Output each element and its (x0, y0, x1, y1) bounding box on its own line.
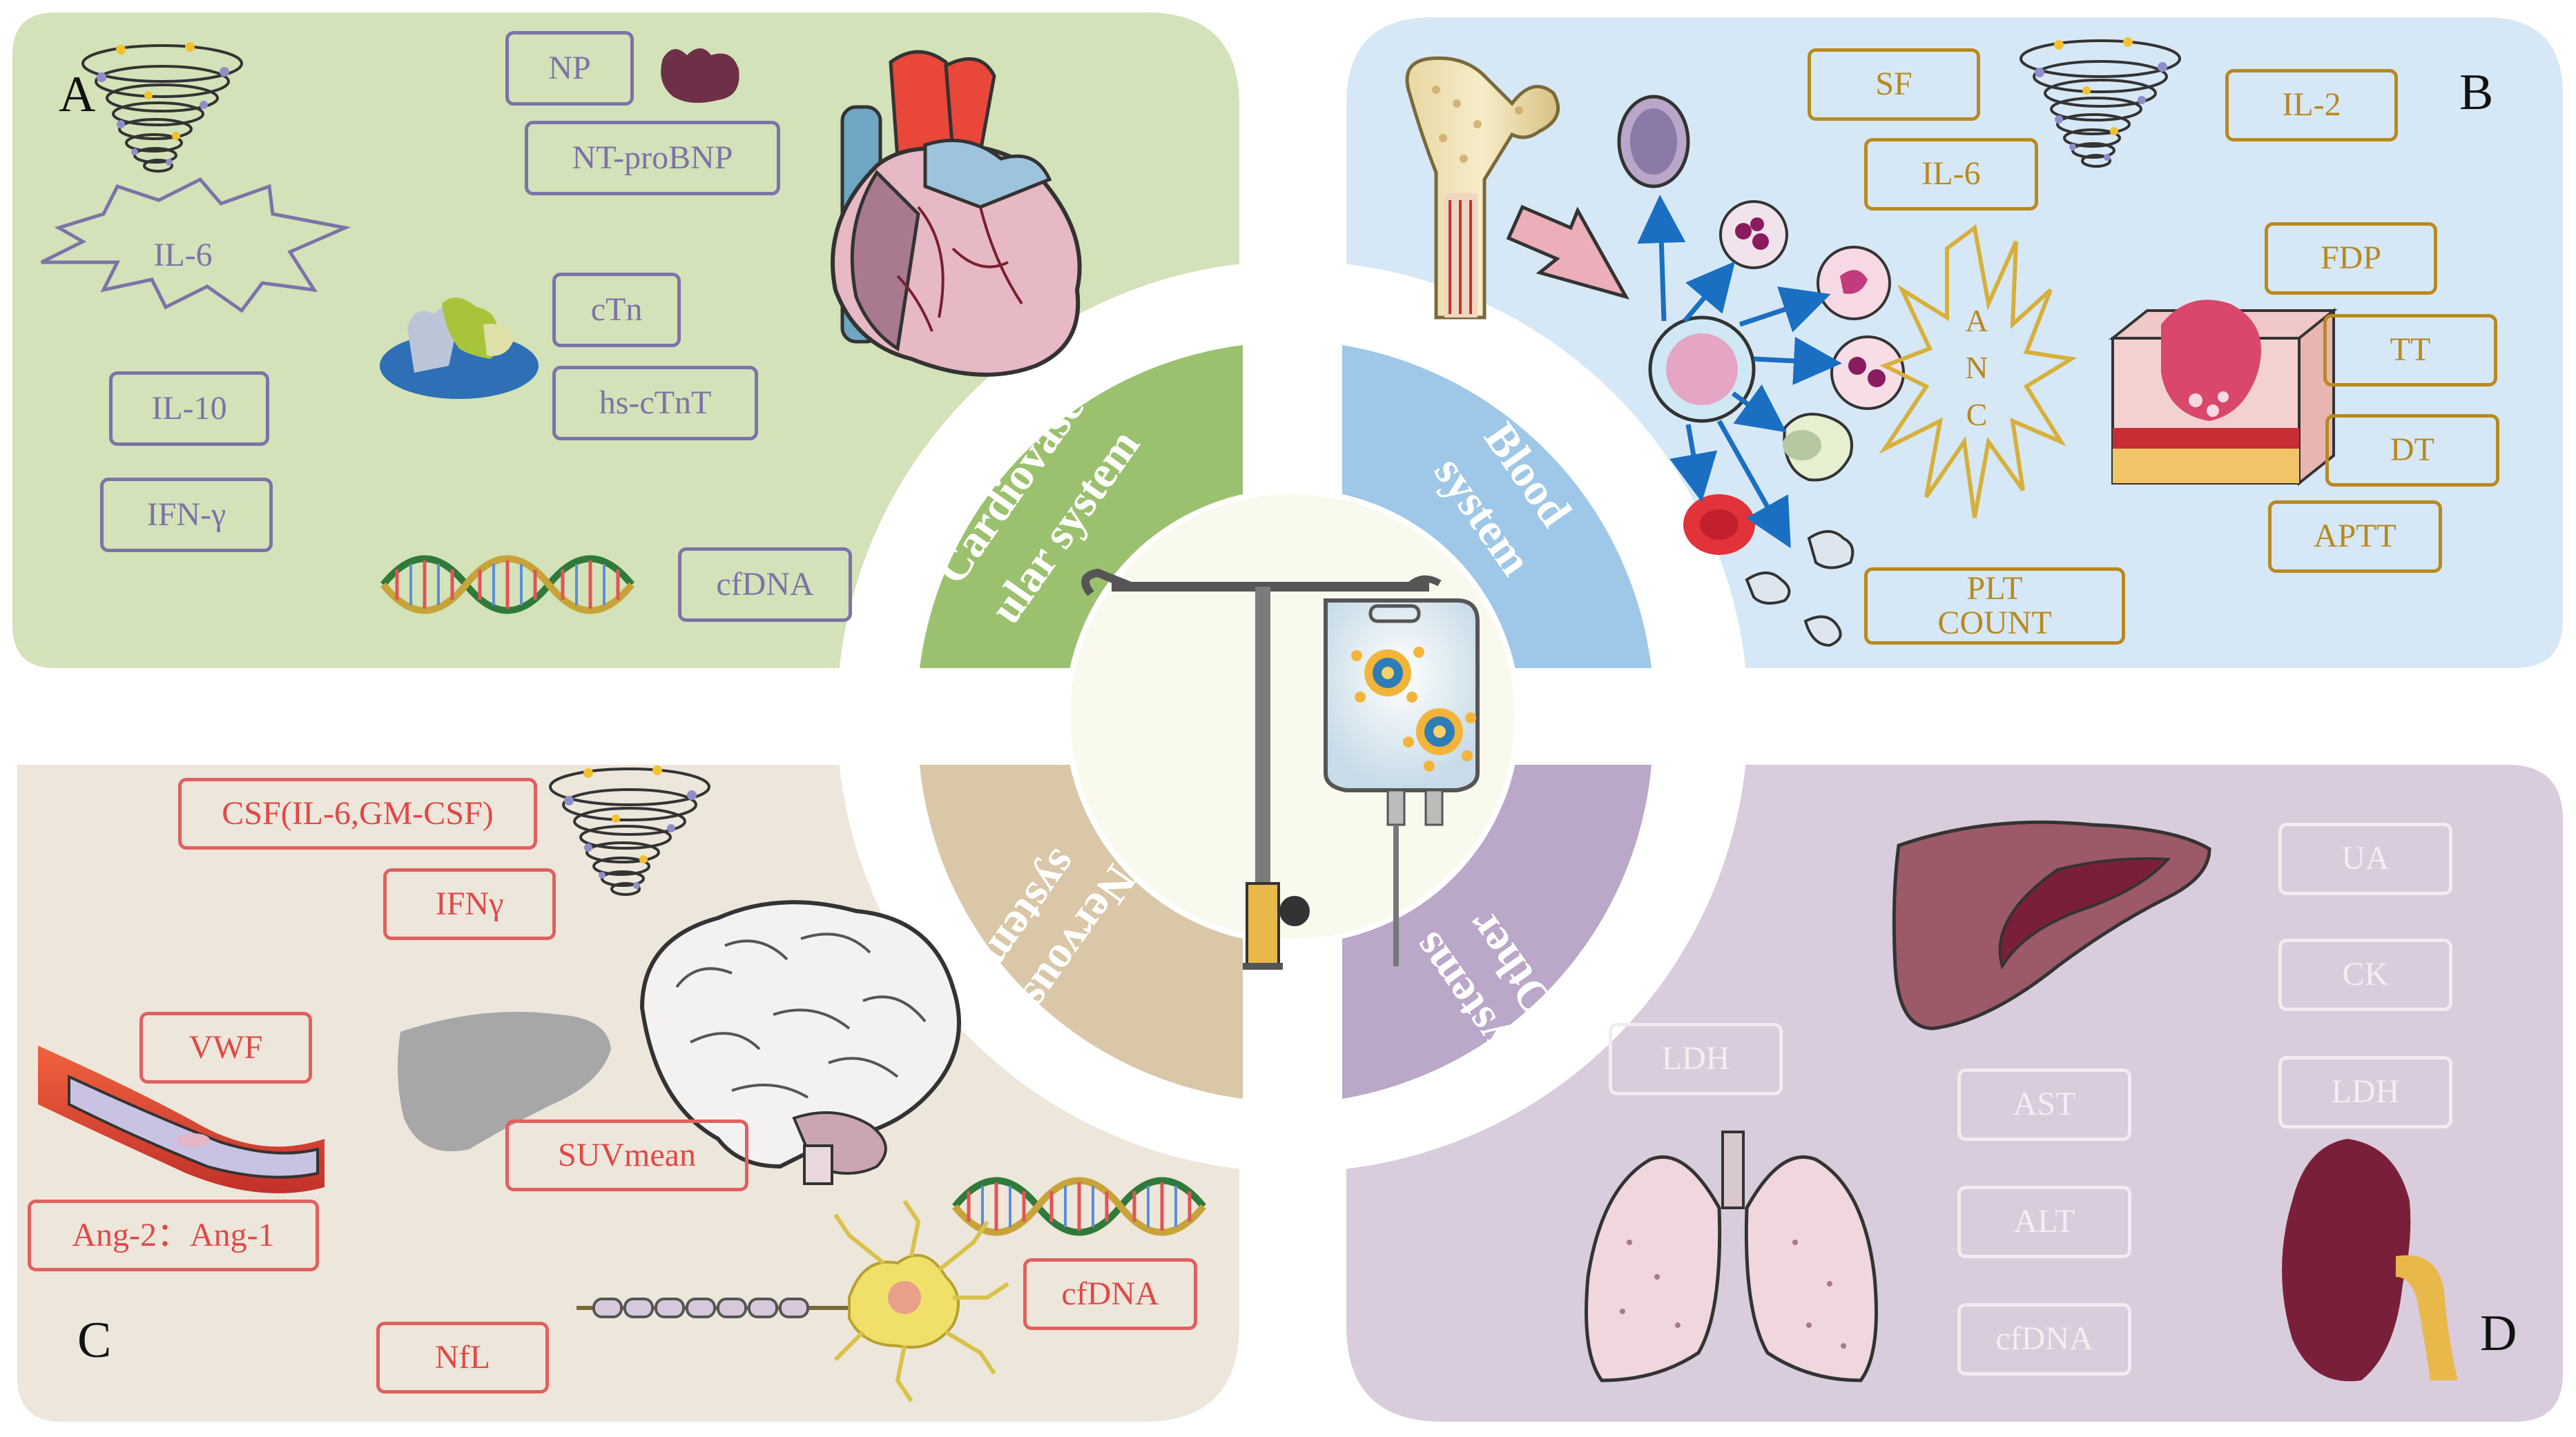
protein-icon-np (661, 48, 739, 103)
fdp-label: FDP (2265, 222, 2437, 295)
ctn-label: cTn (552, 273, 681, 347)
blood-vessel-icon (38, 1046, 325, 1193)
dt-label: DT (2325, 414, 2499, 487)
nt-probnp-label: NT-proBNP (525, 121, 780, 195)
ldh-label-right: LDH (2278, 1056, 2452, 1128)
cfdna-label-d: cfDNA (1957, 1303, 2131, 1376)
anc-letter-c: C (1966, 397, 1988, 432)
hs-ctnt-label: hs-cTnT (552, 366, 758, 440)
ang-ratio-label: Ang-2：Ang-1 (28, 1200, 319, 1271)
protein-complex-icon (380, 297, 539, 399)
anc-letter-n: N (1965, 350, 1988, 385)
blood-cell-icon (1617, 95, 1905, 647)
liver-icon-c (398, 1011, 611, 1151)
ck-label: CK (2278, 939, 2452, 1011)
panel-letter-c: C (77, 1312, 112, 1369)
ifn-gamma-label-a: IFN-γ (100, 478, 273, 552)
bone-marrow-icon (1405, 56, 1560, 320)
panel-letter-b: B (2459, 64, 2494, 121)
ua-label: UA (2278, 823, 2452, 895)
lung-icon (1585, 1131, 1878, 1382)
liver-icon-d (1892, 820, 2211, 1030)
plt-count-line1: PLT (1966, 569, 2023, 607)
car-t-infusion-bag-icon (1081, 568, 1480, 970)
brain-icon (639, 900, 961, 1185)
skin-bleeding-icon (2109, 300, 2338, 487)
ast-label: AST (1957, 1068, 2131, 1141)
heart-icon (831, 50, 1082, 377)
anc-letter-a: A (1965, 303, 1988, 338)
plt-count-line2: COUNT (1937, 605, 2052, 641)
cfdna-label-a: cfDNA (678, 547, 852, 622)
il2-label: IL-2 (2225, 69, 2398, 141)
il6-label-a: IL-6 (153, 236, 213, 273)
il6-starburst-icon (40, 177, 351, 313)
il6-label-b: IL-6 (1864, 138, 2038, 211)
ldh-label-left: LDH (1609, 1023, 1783, 1095)
il10-label: IL-10 (109, 371, 269, 446)
kidney-icon (2282, 1139, 2458, 1382)
panel-letter-d: D (2480, 1305, 2517, 1362)
ifn-gamma-label-c: IFNγ (383, 868, 556, 940)
differentiation-arrow-icon (1506, 204, 1630, 300)
alt-label: ALT (1957, 1186, 2131, 1258)
panel-letter-a: A (59, 66, 96, 123)
cfdna-label-c: cfDNA (1023, 1258, 1197, 1330)
anc-starburst-icon: A N C (1879, 224, 2078, 518)
sf-label: SF (1808, 48, 1980, 121)
nfl-label: NfL (376, 1322, 549, 1394)
neuron-icon (577, 1200, 1009, 1402)
tt-label: TT (2323, 314, 2497, 387)
np-label: NP (505, 31, 634, 106)
plt-count-label: PLT COUNT (1864, 567, 2125, 645)
suvmean-label: SUVmean (505, 1120, 748, 1191)
vwf-label: VWF (139, 1012, 312, 1084)
csf-label: CSF(IL-6,GM-CSF) (178, 778, 537, 850)
aptt-label: APTT (2268, 500, 2442, 573)
